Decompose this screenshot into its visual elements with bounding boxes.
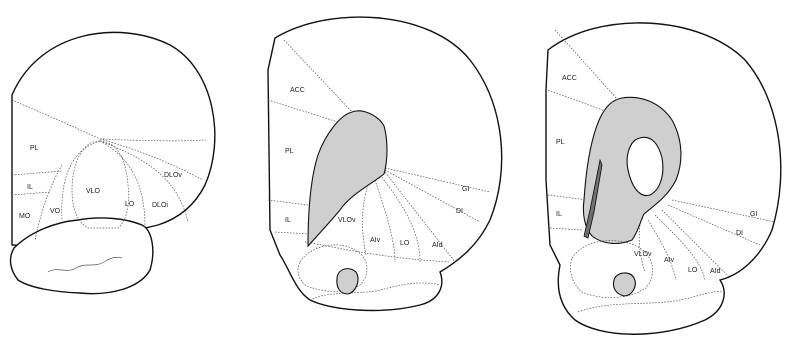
section-1: PL IL MO VO VLO LO DLOv DLOi <box>11 32 215 293</box>
section-3-subcortical-2 <box>578 292 722 312</box>
section-3-small-gray <box>613 273 635 296</box>
section-2-boundary-acc-top <box>284 40 352 112</box>
section-2-boundary-aid <box>385 172 455 262</box>
section-1-boundary-pl-il <box>12 171 62 175</box>
section-1-label-vo: VO <box>50 208 61 215</box>
section-1-label-pl: PL <box>30 145 39 152</box>
section-3-boundary-vlo <box>639 225 645 272</box>
section-3-label-pl: PL <box>556 139 565 146</box>
section-2-label-pl: PL <box>285 148 294 155</box>
section-2-boundary-di <box>385 170 480 222</box>
section-3-boundary-acc-pl <box>548 90 608 112</box>
section-1-label-il: IL <box>27 184 33 191</box>
section-2-boundary-pl-il <box>268 200 308 205</box>
section-3-boundary-lo <box>655 215 705 280</box>
section-1-label-vlo: VLO <box>86 188 101 195</box>
section-1-olfactory-bulb <box>11 218 153 294</box>
section-3-boundary-acc-top <box>555 30 618 100</box>
section-3-boundary-il-bottom <box>550 228 582 230</box>
section-2-boundary-bottom-band <box>305 242 450 262</box>
section-2-label-di: DI <box>456 208 463 215</box>
section-3-label-gi: GI <box>750 211 757 218</box>
section-2-boundary-acc-pl <box>268 100 338 122</box>
section-1-label-lo: LO <box>125 201 135 208</box>
section-3-boundary-gi <box>672 200 775 222</box>
section-1-boundary-dlo-top <box>100 139 206 141</box>
section-2-label-aiv: AIv <box>370 237 381 244</box>
section-1-boundary-vo-vlo <box>62 141 100 220</box>
section-2-boundary-lo <box>380 175 420 262</box>
section-3-label-vlo: VLOv <box>634 251 652 258</box>
section-3-boundary-di <box>668 205 760 245</box>
section-1-label-dlo-v: DLOv <box>164 172 182 179</box>
section-1-label-mo: MO <box>19 213 31 220</box>
section-1-boundary-il-mo <box>12 192 50 195</box>
section-3-boundary-aiv <box>648 220 676 280</box>
section-3: ACC PL IL VLOv AIv LO AId DI GI <box>546 23 781 334</box>
section-3-label-il: IL <box>556 211 562 218</box>
section-2-boundary-gi <box>385 168 490 192</box>
section-1-boundary-lo-dlo <box>100 141 145 228</box>
section-2-small-gray <box>337 269 358 294</box>
section-2-label-aid: AId <box>432 242 443 249</box>
section-2-label-lo: LO <box>400 240 410 247</box>
section-3-label-di: DI <box>736 230 743 237</box>
section-3-label-acc: ACC <box>562 75 577 82</box>
section-2-subcortical-2 <box>310 283 440 300</box>
section-2-label-il: IL <box>285 217 291 224</box>
section-1-boundary-pl-top <box>12 100 100 139</box>
section-2-label-acc: ACC <box>290 87 305 94</box>
section-2-label-gi: GI <box>462 186 469 193</box>
section-3-boundary-pl-il <box>548 195 588 200</box>
section-2-boundary-il-bottom <box>275 232 308 234</box>
section-1-vlo-oval <box>72 141 129 228</box>
section-3-label-aid: AId <box>710 268 721 275</box>
section-3-label-aiv: AIv <box>664 257 675 264</box>
section-2-boundary-vlo <box>363 185 369 255</box>
section-2: ACC PL IL VLOv AIv LO AId DI GI <box>268 17 502 310</box>
section-2-boundary-aiv <box>375 180 395 262</box>
section-2-gray-region <box>308 111 387 246</box>
section-3-label-lo: LO <box>688 267 698 274</box>
section-1-boundary-dlo-mid <box>100 139 203 180</box>
section-2-label-vlo: VLOv <box>338 217 356 224</box>
section-1-label-dlo-i: DLOi <box>152 202 168 209</box>
